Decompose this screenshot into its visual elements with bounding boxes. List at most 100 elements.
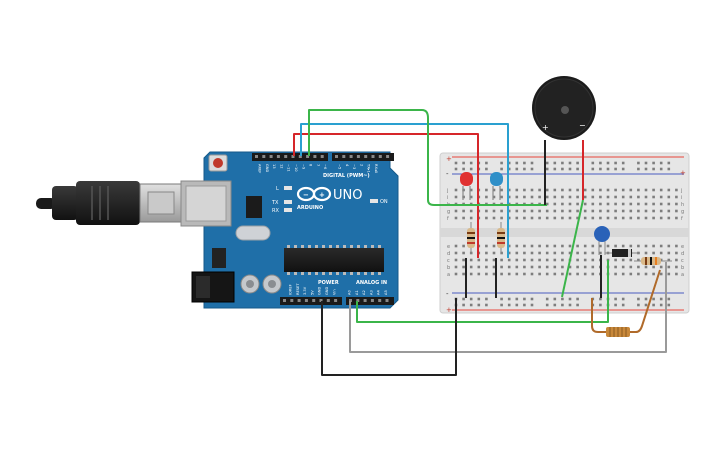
breadboard-hole[interactable] [500,258,503,262]
breadboard-hole[interactable] [644,251,648,255]
wire-green-a0-sensor[interactable] [356,260,609,323]
rail-hole[interactable] [652,297,655,301]
power-pin-socket[interactable] [304,299,308,302]
breadboard-hole[interactable] [629,209,633,213]
breadboard-hole[interactable] [561,265,564,269]
rail-hole[interactable] [469,303,473,307]
rail-hole[interactable] [667,161,671,165]
rail-hole[interactable] [561,161,564,165]
digital-pin-socket[interactable] [335,155,338,158]
rail-hole[interactable] [644,161,648,165]
breadboard-hole[interactable] [599,188,602,192]
breadboard-hole[interactable] [652,188,655,192]
breadboard-hole[interactable] [606,188,610,192]
breadboard-hole[interactable] [637,258,640,262]
breadboard-hole[interactable] [477,265,481,269]
breadboard-hole[interactable] [545,258,549,262]
digital-pin-socket[interactable] [255,155,258,158]
breadboard-hole[interactable] [530,251,534,255]
rail-hole[interactable] [485,167,488,171]
breadboard-hole[interactable] [576,251,579,255]
rail-hole[interactable] [515,161,519,165]
rail-hole[interactable] [545,297,549,301]
breadboard-hole[interactable] [621,188,625,192]
rail-hole[interactable] [606,167,610,171]
breadboard-hole[interactable] [469,209,473,213]
breadboard-hole[interactable] [469,265,473,269]
breadboard-hole[interactable] [652,265,655,269]
digital-pin-socket[interactable] [276,155,280,158]
breadboard-hole[interactable] [515,209,519,213]
breadboard-hole[interactable] [576,195,579,199]
breadboard-hole[interactable] [652,251,655,255]
digital-pin-socket[interactable] [291,155,295,158]
breadboard-hole[interactable] [652,195,655,199]
breadboard-hole[interactable] [667,216,671,220]
breadboard-hole[interactable] [576,244,579,248]
breadboard-hole[interactable] [591,272,595,276]
rail-hole[interactable] [652,167,655,171]
breadboard-hole[interactable] [507,209,511,213]
breadboard-hole[interactable] [659,244,663,248]
breadboard-hole[interactable] [492,216,496,220]
breadboard-hole[interactable] [454,209,458,213]
breadboard-hole[interactable] [545,209,549,213]
breadboard-hole[interactable] [675,188,678,192]
breadboard-hole[interactable] [644,216,648,220]
wire-red-pin13-led[interactable] [293,133,479,258]
breadboard-hole[interactable] [538,244,541,248]
breadboard-hole[interactable] [614,209,617,213]
breadboard-hole[interactable] [530,258,534,262]
breadboard-hole[interactable] [469,188,473,192]
breadboard-hole[interactable] [523,272,526,276]
breadboard-hole[interactable] [454,258,458,262]
breadboard-hole[interactable] [667,188,671,192]
digital-pin-socket[interactable] [298,155,302,158]
rail-hole[interactable] [568,297,572,301]
breadboard-hole[interactable] [454,251,458,255]
digital-pin-socket[interactable] [262,155,266,158]
digital-pin-socket[interactable] [386,155,390,158]
breadboard-hole[interactable] [538,265,541,269]
breadboard-hole[interactable] [485,265,488,269]
breadboard-hole[interactable] [523,258,526,262]
breadboard-hole[interactable] [652,244,655,248]
breadboard-hole[interactable] [530,272,534,276]
breadboard-hole[interactable] [606,202,610,206]
rail-hole[interactable] [462,303,465,307]
rail-hole[interactable] [530,297,534,301]
rail-hole[interactable] [515,303,519,307]
rail-hole[interactable] [500,167,503,171]
breadboard-hole[interactable] [507,251,511,255]
breadboard-hole[interactable] [454,272,458,276]
breadboard-hole[interactable] [583,258,587,262]
breadboard-hole[interactable] [576,209,579,213]
breadboard-hole[interactable] [621,265,625,269]
breadboard-hole[interactable] [561,202,564,206]
breadboard-hole[interactable] [538,272,541,276]
breadboard-hole[interactable] [614,216,617,220]
breadboard-hole[interactable] [500,272,503,276]
breadboard-hole[interactable] [545,272,549,276]
breadboard-hole[interactable] [675,202,678,206]
breadboard-hole[interactable] [637,209,640,213]
breadboard-hole[interactable] [568,202,572,206]
digital-pin-socket[interactable] [378,155,382,158]
breadboard-hole[interactable] [553,188,557,192]
breadboard-hole[interactable] [462,258,465,262]
rail-hole[interactable] [614,297,617,301]
breadboard-hole[interactable] [629,272,633,276]
rail-hole[interactable] [485,161,488,165]
breadboard-hole[interactable] [568,188,572,192]
breadboard-hole[interactable] [561,251,564,255]
rail-hole[interactable] [462,161,465,165]
breadboard-hole[interactable] [583,265,587,269]
rail-hole[interactable] [614,303,617,307]
wire-blue-pin11-led[interactable] [300,123,509,258]
breadboard-hole[interactable] [568,216,572,220]
breadboard-hole[interactable] [561,244,564,248]
breadboard-hole[interactable] [462,265,465,269]
breadboard-hole[interactable] [659,251,663,255]
breadboard-hole[interactable] [530,195,534,199]
breadboard-hole[interactable] [667,244,671,248]
